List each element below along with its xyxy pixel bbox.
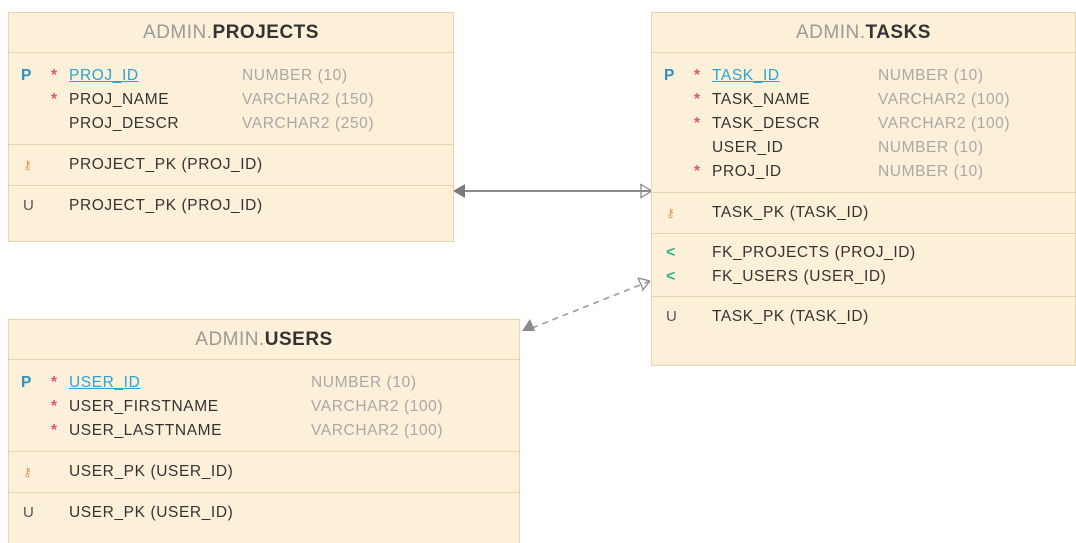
required-marker: * [51,374,58,391]
column-type: NUMBER (10) [878,163,984,180]
unique-marker: U [23,197,35,214]
column-type: VARCHAR2 (100) [311,398,444,415]
constraint-row: ⚷ PROJECT_PK (PROJ_ID) [9,145,453,185]
users-unique-section: U USER_PK (USER_ID) [9,493,519,533]
column-row: USER_ID NUMBER (10) [652,136,1075,160]
column-row: P * TASK_ID NUMBER (10) [652,64,1075,88]
fk-constraint-label: FK_USERS (USER_ID) [712,268,887,285]
column-type: VARCHAR2 (100) [311,422,444,439]
column-type: VARCHAR2 (250) [242,115,375,132]
column-type: NUMBER (10) [878,139,984,156]
column-row: PROJ_DESCR VARCHAR2 (250) [9,112,453,136]
projects-table-name: PROJECTS [212,21,319,43]
column-row: * USER_FIRSTNAME VARCHAR2 (100) [9,395,519,419]
tasks-fk-section: < FK_PROJECTS (PROJ_ID) < FK_USERS (USER… [652,234,1075,297]
primary-key-marker: P [664,67,675,84]
required-marker: * [51,67,58,84]
required-marker: * [694,115,701,132]
pk-constraint-label: PROJECT_PK (PROJ_ID) [69,156,263,173]
column-name: PROJ_ID [69,67,139,84]
tasks-table-name: TASKS [865,21,931,43]
column-name: PROJ_NAME [69,91,170,108]
projects-table-header: ADMIN. PROJECTS [9,13,453,53]
column-name: USER_FIRSTNAME [69,398,219,415]
constraint-row: ⚷ USER_PK (USER_ID) [9,452,519,492]
users-columns: P * USER_ID NUMBER (10) * USER_FIRSTNAME… [9,360,519,452]
unique-constraint-label: PROJECT_PK (PROJ_ID) [69,197,263,214]
tasks-pk-section: ⚷ TASK_PK (TASK_ID) [652,193,1075,234]
projects-relation-arrowhead [453,184,465,198]
column-name: PROJ_DESCR [69,115,180,132]
column-row: * PROJ_NAME VARCHAR2 (150) [9,88,453,112]
projects-pk-section: ⚷ PROJECT_PK (PROJ_ID) [9,145,453,186]
column-name: PROJ_ID [712,163,782,180]
projects-crowfoot [639,183,653,199]
column-type: NUMBER (10) [242,67,348,84]
required-marker: * [694,67,701,84]
tasks-table[interactable]: ADMIN. TASKS P * TASK_ID NUMBER (10) * T… [651,12,1076,366]
users-pk-section: ⚷ USER_PK (USER_ID) [9,452,519,493]
column-row: * TASK_DESCR VARCHAR2 (100) [652,112,1075,136]
column-name: USER_ID [69,374,141,391]
primary-key-marker: P [21,374,32,391]
column-type: VARCHAR2 (100) [878,115,1011,132]
column-name: USER_ID [712,139,784,156]
column-name: USER_LASTTNAME [69,422,223,439]
projects-table[interactable]: ADMIN. PROJECTS P * PROJ_ID NUMBER (10) … [8,12,454,242]
column-row: P * PROJ_ID NUMBER (10) [9,64,453,88]
column-row: * TASK_NAME VARCHAR2 (100) [652,88,1075,112]
tasks-columns: P * TASK_ID NUMBER (10) * TASK_NAME VARC… [652,53,1075,193]
users-crowfoot [637,277,651,292]
required-marker: * [51,422,58,439]
column-type: NUMBER (10) [878,67,984,84]
column-name: TASK_DESCR [712,115,821,132]
tasks-unique-section: U TASK_PK (TASK_ID) [652,297,1075,337]
constraint-row: < FK_PROJECTS (PROJ_ID) [652,241,1075,265]
column-row: * PROJ_ID NUMBER (10) [652,160,1075,184]
projects-columns: P * PROJ_ID NUMBER (10) * PROJ_NAME VARC… [9,53,453,145]
pk-constraint-label: TASK_PK (TASK_ID) [712,204,869,221]
key-icon: ⚷ [23,158,33,172]
constraint-row: U USER_PK (USER_ID) [9,493,519,533]
constraint-row: < FK_USERS (USER_ID) [652,265,1075,289]
unique-constraint-label: TASK_PK (TASK_ID) [712,308,869,325]
column-row: * USER_LASTTNAME VARCHAR2 (100) [9,419,519,443]
required-marker: * [51,91,58,108]
projects-unique-section: U PROJECT_PK (PROJ_ID) [9,186,453,226]
users-relation-line [531,280,651,329]
tasks-table-header: ADMIN. TASKS [652,13,1075,53]
primary-key-marker: P [21,67,32,84]
column-name: TASK_NAME [712,91,811,108]
column-type: VARCHAR2 (100) [878,91,1011,108]
key-icon: ⚷ [666,206,676,220]
constraint-row: ⚷ TASK_PK (TASK_ID) [652,193,1075,233]
tasks-schema: ADMIN. [796,21,866,43]
foreign-key-icon: < [666,268,676,285]
users-relation-arrowhead [522,319,535,331]
unique-constraint-label: USER_PK (USER_ID) [69,504,234,521]
constraint-row: U PROJECT_PK (PROJ_ID) [9,186,453,226]
unique-marker: U [23,504,35,521]
column-type: NUMBER (10) [311,374,417,391]
column-name: TASK_ID [712,67,780,84]
users-table-name: USERS [264,328,333,350]
key-icon: ⚷ [23,465,33,479]
users-table-header: ADMIN. USERS [9,320,519,360]
required-marker: * [694,91,701,108]
users-schema: ADMIN. [195,328,265,350]
required-marker: * [51,398,58,415]
projects-schema: ADMIN. [143,21,213,43]
column-type: VARCHAR2 (150) [242,91,375,108]
foreign-key-icon: < [666,244,676,261]
users-table[interactable]: ADMIN. USERS P * USER_ID NUMBER (10) * U… [8,319,520,543]
required-marker: * [694,163,701,180]
fk-constraint-label: FK_PROJECTS (PROJ_ID) [712,244,916,261]
constraint-row: U TASK_PK (TASK_ID) [652,297,1075,337]
pk-constraint-label: USER_PK (USER_ID) [69,463,234,480]
column-row: P * USER_ID NUMBER (10) [9,371,519,395]
unique-marker: U [666,308,678,325]
